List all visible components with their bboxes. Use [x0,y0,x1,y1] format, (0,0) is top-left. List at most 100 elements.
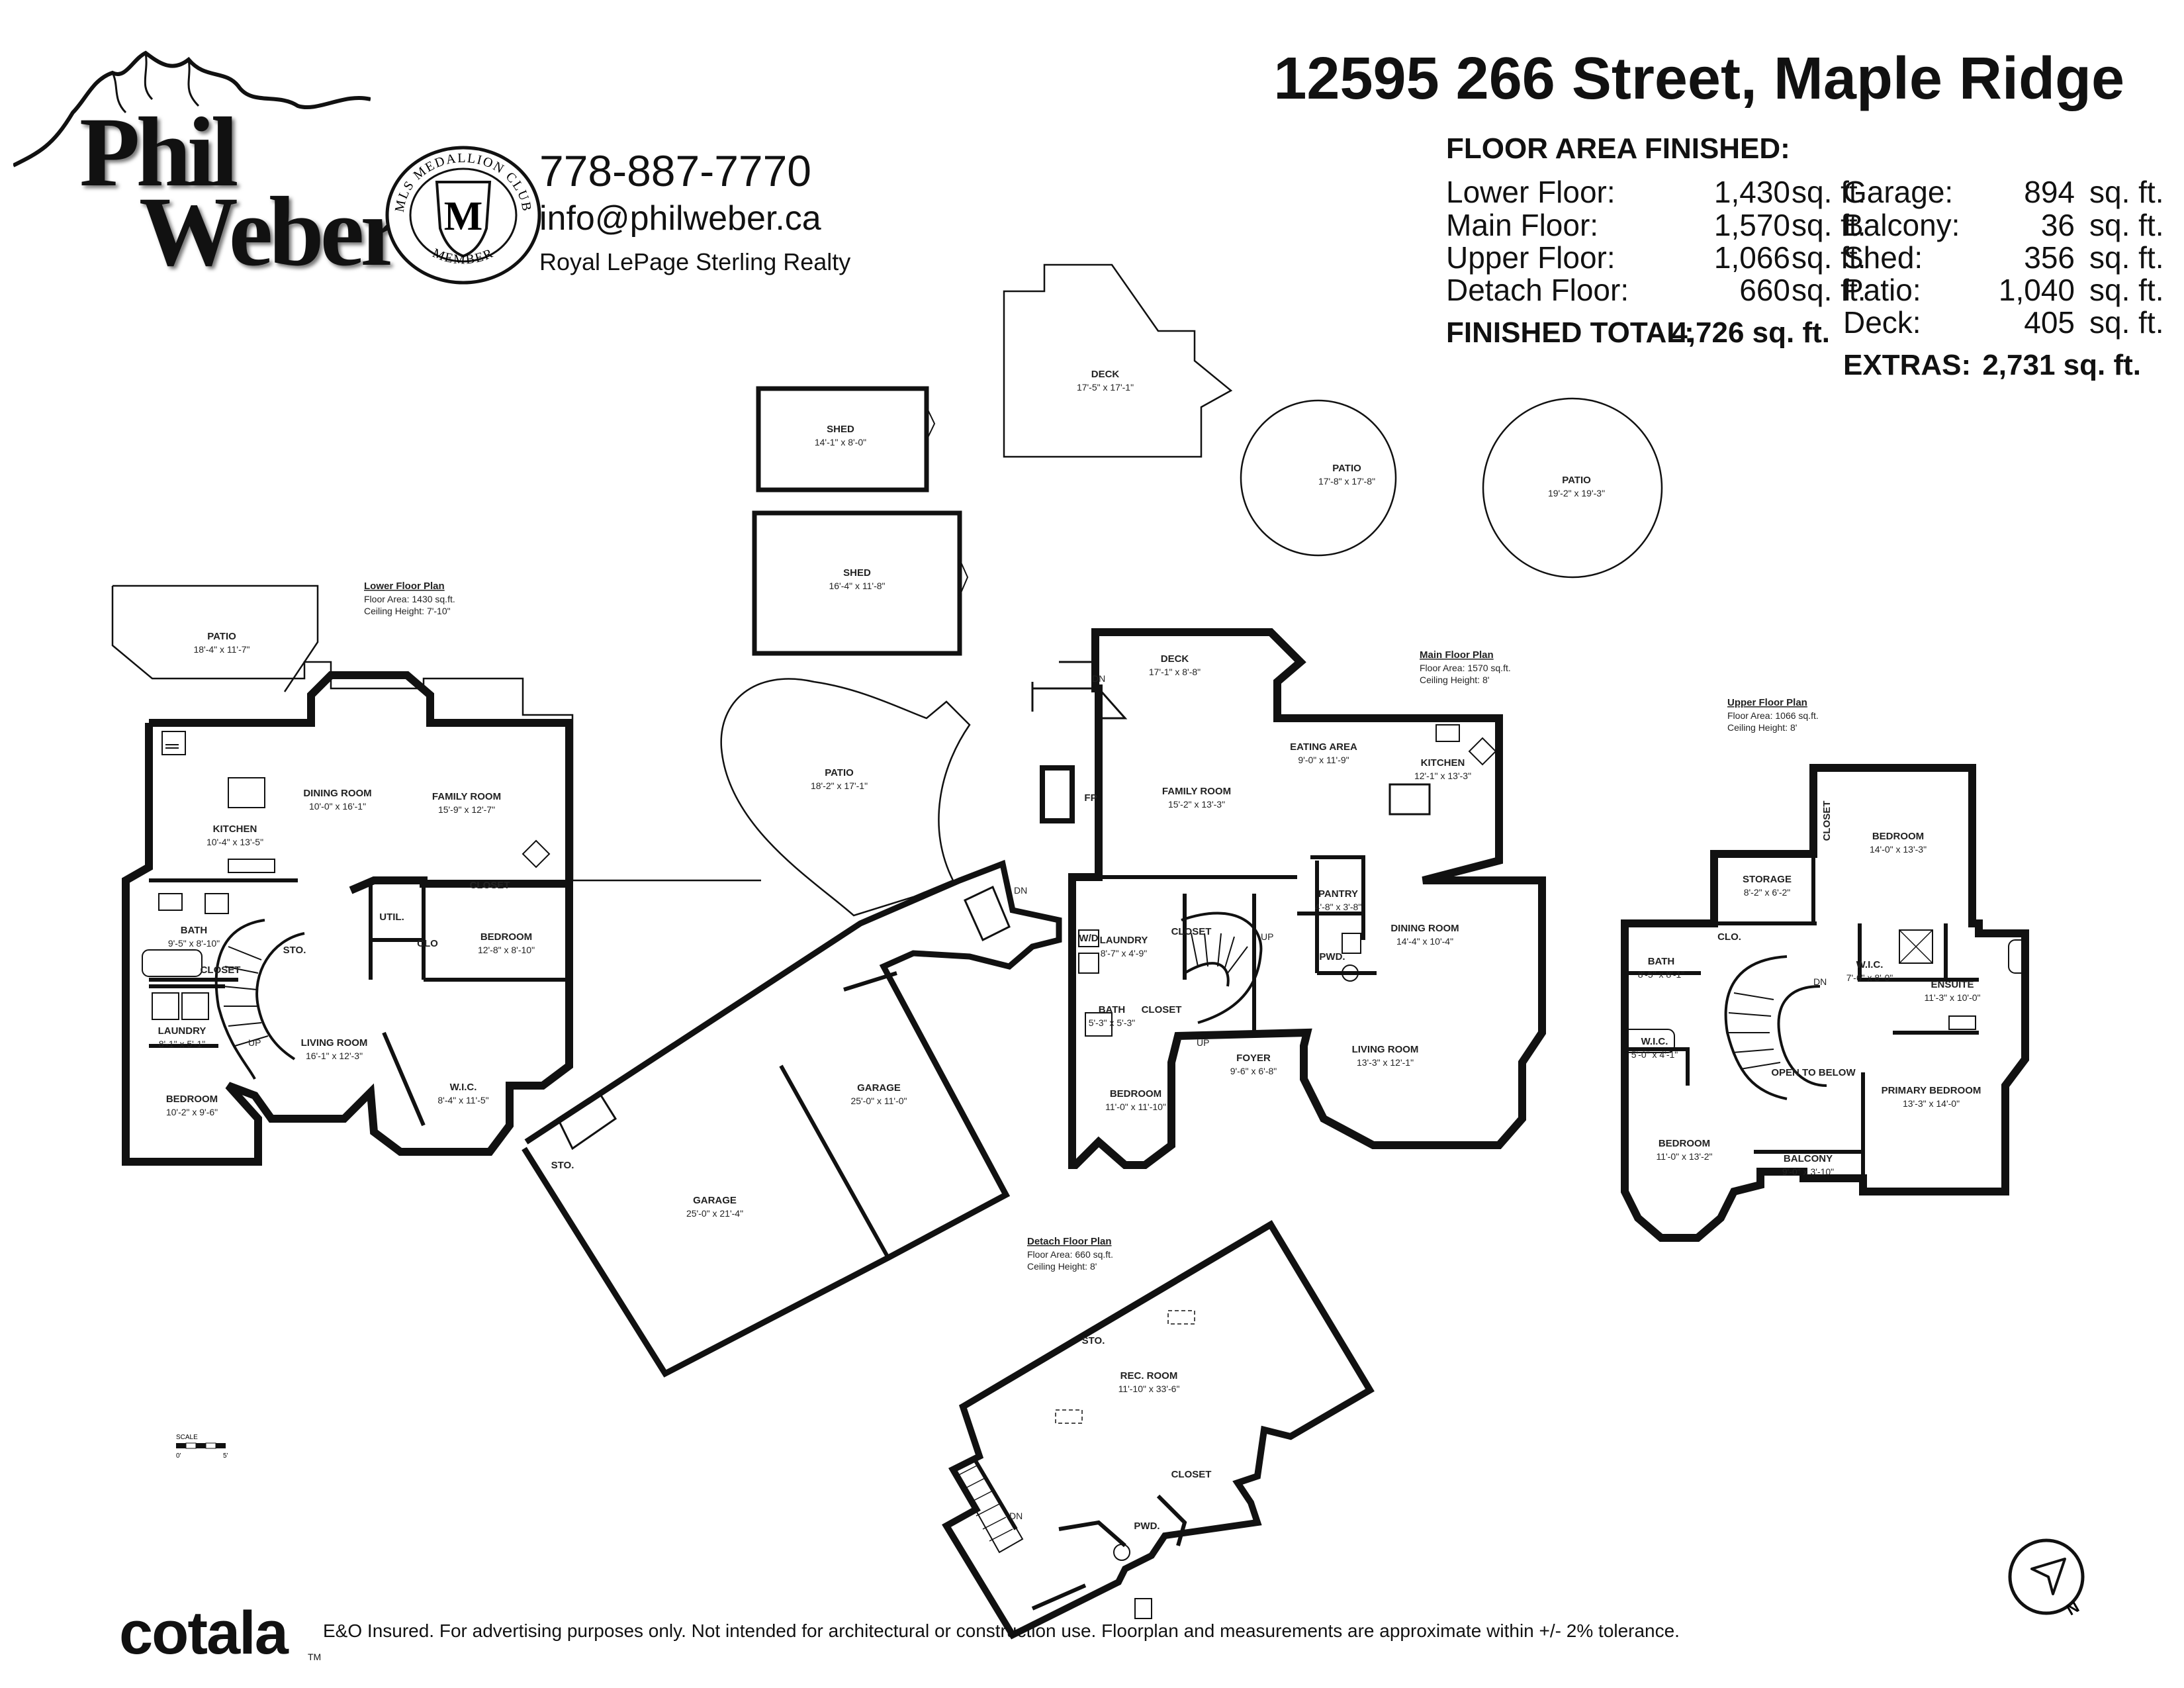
patio-label: PATIO [825,767,854,778]
stair-up-label: UP [1197,1037,1209,1048]
scale-zero: 0' [176,1452,181,1460]
main-plan-area: Floor Area: 1570 sq.ft. [1420,663,1511,673]
room-label: BALCONY [1784,1153,1833,1164]
lower-plan-ceiling: Ceiling Height: 7'-10" [364,606,451,616]
cotala-logo: cotala [119,1599,289,1667]
garage-walls [522,859,1062,1378]
medallion-letter: M [444,194,483,239]
extras-row: Balcony: 36 sq. ft. [1843,208,2164,242]
room-label: ENSUITE [1931,979,1974,990]
room-dim: 11'-3" x 10'-0" [1924,992,1980,1003]
room-label: W.I.C. [450,1082,477,1093]
room-dim: 5'-3" x 5'-3" [1089,1017,1136,1028]
room-label: CLOSET [1821,801,1833,841]
room-label: LAUNDRY [1100,935,1148,946]
room-label: KITCHEN [213,823,257,835]
logo-last-name: Weber [139,177,404,287]
patio-label: PATIO [1332,463,1361,474]
shed-dim: 14'-1" x 8'-0" [815,437,866,447]
room-label: UTIL. [379,912,404,923]
room-dim: 10'-2" x 9'-6" [166,1107,218,1117]
stair-up-label: UP [248,1037,261,1048]
room-dim: 8'-4" x 11'-5" [437,1095,488,1105]
room-label: BEDROOM [1872,831,1924,842]
room-label: STO. [551,1160,574,1171]
room-label: CLOSET [470,880,510,891]
floor-area-row: Lower Floor: 1,430 sq. ft. [1446,175,1866,209]
room-label: PWD. [1319,951,1345,962]
patio-label: PATIO [207,631,236,642]
room-label: CLO [417,938,438,949]
scale-five: 5' [223,1452,228,1460]
agent-phone[interactable]: 778-887-7770 [539,146,812,195]
room-dim: 11'-10" x 33'-6" [1118,1383,1180,1394]
stair-dn-label: DN [1014,885,1027,896]
room-label: W/D [1079,933,1098,944]
lower-floor-walls [122,723,573,1166]
mountain-logo-icon [13,50,371,167]
patio-dim: 19'-2" x 19'-3" [1548,488,1605,498]
floor-area-title: FLOOR AREA FINISHED: [1446,132,1790,165]
room-dim: 8'-1" x 5'-1" [159,1039,206,1049]
logo-first-name: Phil [79,97,238,207]
agent-email[interactable]: info@philweber.ca [539,199,821,238]
room-label: FOYER [1236,1053,1271,1064]
detach-plan-ceiling: Ceiling Height: 8' [1027,1261,1097,1272]
room-label: STORAGE [1743,874,1792,885]
room-dim: 13'-3" x 14'-0" [1903,1098,1960,1109]
stair-up-label: UP [1261,931,1273,942]
north-compass-icon: N [2008,1538,2085,1618]
room-label: BATH [181,925,208,936]
scale-bar: SCALE 0' 5' [176,1434,228,1460]
patio-label: PATIO [1562,475,1591,486]
floor-area-row: Detach Floor: 660 sq. ft. [1446,273,1866,307]
shed-label: SHED [843,567,871,579]
room-label: LAUNDRY [158,1025,206,1037]
room-dim: 11'-0" x 11'-10" [1105,1102,1166,1112]
patio-dim: 17'-8" x 17'-8" [1318,476,1375,487]
detached-walls [942,1220,1375,1640]
room-label: OPEN TO BELOW [1771,1067,1856,1078]
room-label: FAMILY ROOM [432,791,501,802]
patio-outline [720,678,971,917]
room-dim: 12'-1" x 13'-3" [1414,771,1471,781]
patio-outline [1240,399,1397,557]
room-dim: 11'-0" x 13'-2" [1656,1151,1712,1162]
floor-area-row: Main Floor: 1,570 sq. ft. [1446,208,1866,242]
room-dim: 15'-9" x 12'-7" [438,804,495,815]
room-dim: 10'-4" x 13'-5" [206,837,263,847]
room-label: BEDROOM [166,1094,218,1105]
room-label: DINING ROOM [303,788,371,799]
room-dim: 14'-4" x 10'-4" [1396,936,1453,947]
room-label: CLOSET [1142,1004,1182,1015]
room-label: CLO. [1717,931,1741,943]
room-dim: 8'-2" x 6'-2" [1744,887,1791,898]
room-label: PANTRY [1318,888,1358,900]
room-label: LIVING ROOM [301,1037,368,1049]
shed-outline [752,510,962,656]
scale-label: SCALE [176,1434,198,1441]
room-dim: 25'-0" x 11'-0" [850,1096,907,1106]
room-dim: 8'-7" x 4'-9" [1101,948,1148,959]
room-label: GARAGE [693,1195,737,1206]
room-label: KITCHEN [1421,757,1465,769]
room-label: STO. [283,945,306,956]
room-label: BATH [1099,1004,1126,1015]
room-label: W.I.C. [1641,1036,1668,1047]
main-plan-title: Main Floor Plan [1420,649,1494,661]
room-label: REC. ROOM [1120,1370,1178,1382]
extras-row: Deck: 405 sq. ft. [1843,305,2164,340]
lower-plan-title: Lower Floor Plan [364,581,445,592]
room-dim: 10'-0" x 16'-1" [309,801,366,812]
mls-medallion-icon: M MLS MEDALLION CLUB MEMBER [385,146,541,285]
deck-outline [1003,263,1233,458]
room-label: STO. [1082,1335,1105,1346]
room-label: CLOSET [1171,926,1212,937]
room-dim: 9'-0" x 3'-10" [1782,1166,1834,1177]
patio-dim: 18'-2" x 17'-1" [811,780,868,791]
room-label: BEDROOM [1659,1138,1710,1149]
main-plan-ceiling: Ceiling Height: 8' [1420,675,1489,685]
shed-label: SHED [827,424,854,435]
room-label: LIVING ROOM [1352,1044,1419,1055]
